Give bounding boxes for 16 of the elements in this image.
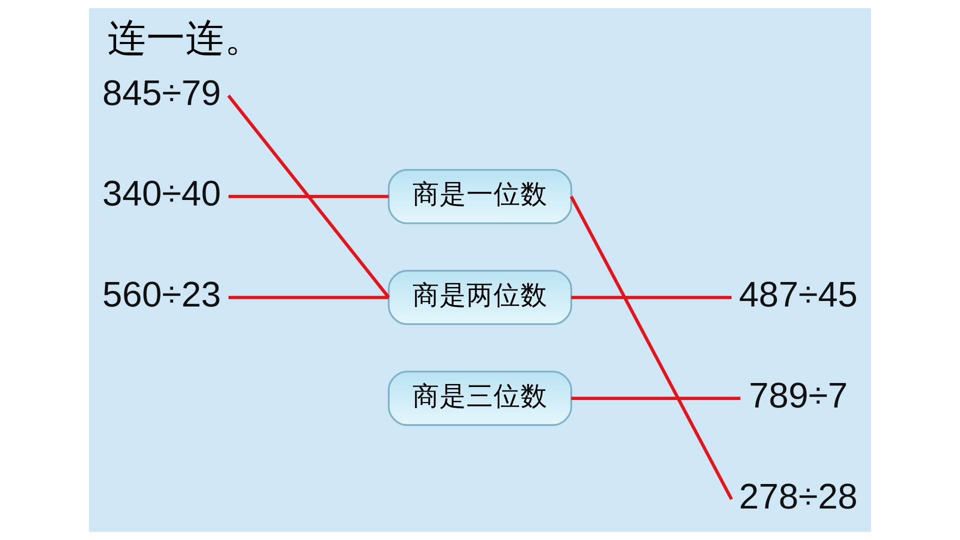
node-text: 278÷28 bbox=[739, 476, 858, 516]
connector bbox=[228, 194, 389, 198]
connector bbox=[571, 296, 732, 300]
node-box: 商是三位数 bbox=[388, 370, 572, 426]
node-text: 340÷40 bbox=[102, 174, 221, 214]
connector bbox=[228, 296, 389, 300]
node-box: 商是两位数 bbox=[388, 270, 572, 326]
connector bbox=[227, 94, 390, 298]
node-text: 789÷7 bbox=[748, 376, 848, 416]
node-text: 487÷45 bbox=[739, 274, 858, 315]
diagram-title: 连一连。 bbox=[107, 16, 264, 60]
node-box: 商是一位数 bbox=[388, 168, 572, 224]
connector bbox=[570, 196, 733, 500]
node-text: 845÷79 bbox=[102, 72, 221, 113]
node-text: 560÷23 bbox=[102, 274, 221, 315]
connector bbox=[571, 396, 740, 400]
